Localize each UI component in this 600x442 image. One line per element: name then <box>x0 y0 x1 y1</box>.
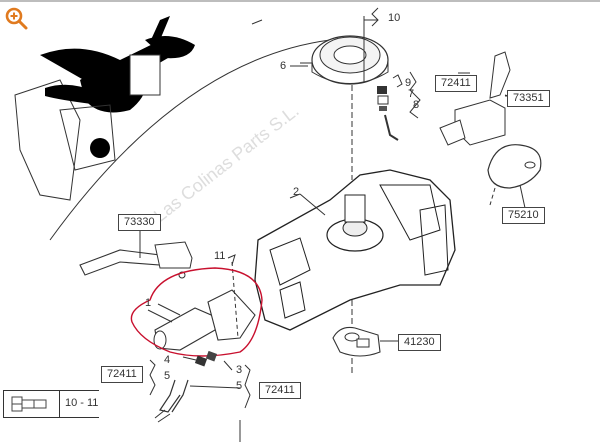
part-number: 2 <box>293 186 300 198</box>
wiper-switch-73351 <box>439 51 511 146</box>
torque-legend: 10 - 11 <box>3 390 99 418</box>
reference-box-41230[interactable]: 41230 <box>398 334 441 351</box>
leader-1 <box>157 303 181 316</box>
part-number: 10 <box>388 12 401 24</box>
ring-41230 <box>332 326 400 375</box>
reference-box-72411[interactable]: 72411 <box>435 75 477 92</box>
part-number: 4 <box>164 354 171 366</box>
connector-parts-7-8-9 <box>377 71 421 141</box>
combination-switch-assembly <box>14 16 195 201</box>
part-number: 1 <box>145 297 152 309</box>
column-guide-line <box>49 39 331 241</box>
indicator-switch-1 <box>130 254 263 357</box>
top-border <box>0 0 600 2</box>
part-number: 11 <box>214 250 226 262</box>
legend-icon-cell <box>4 391 60 417</box>
part-number: 8 <box>413 99 420 111</box>
part-number: 3 <box>236 364 243 376</box>
clock-spring-6 <box>300 7 389 180</box>
main-housing-2 <box>254 169 456 331</box>
part-number: 6 <box>280 60 287 72</box>
zoom-in-button[interactable] <box>4 6 30 32</box>
part-number: 5 <box>236 380 243 392</box>
part-number: 7 <box>408 88 415 100</box>
part-number: 9 <box>405 77 412 89</box>
knob-75210 <box>487 144 542 209</box>
terminal-parts-3-4-5 <box>149 350 251 423</box>
zoom-in-icon <box>5 7 28 30</box>
reference-box-72411-left[interactable]: 72411 <box>101 366 143 383</box>
leader-2 <box>299 193 326 216</box>
reference-box-72411-right[interactable]: 72411 <box>259 382 301 399</box>
reference-box-73330[interactable]: 73330 <box>118 214 161 231</box>
reference-box-73351[interactable]: 73351 <box>507 90 550 107</box>
bolt-icon <box>11 396 47 412</box>
reference-box-75210[interactable]: 75210 <box>502 207 545 224</box>
legend-text: 10 - 11 <box>65 397 99 409</box>
part-number: 5 <box>164 370 171 382</box>
